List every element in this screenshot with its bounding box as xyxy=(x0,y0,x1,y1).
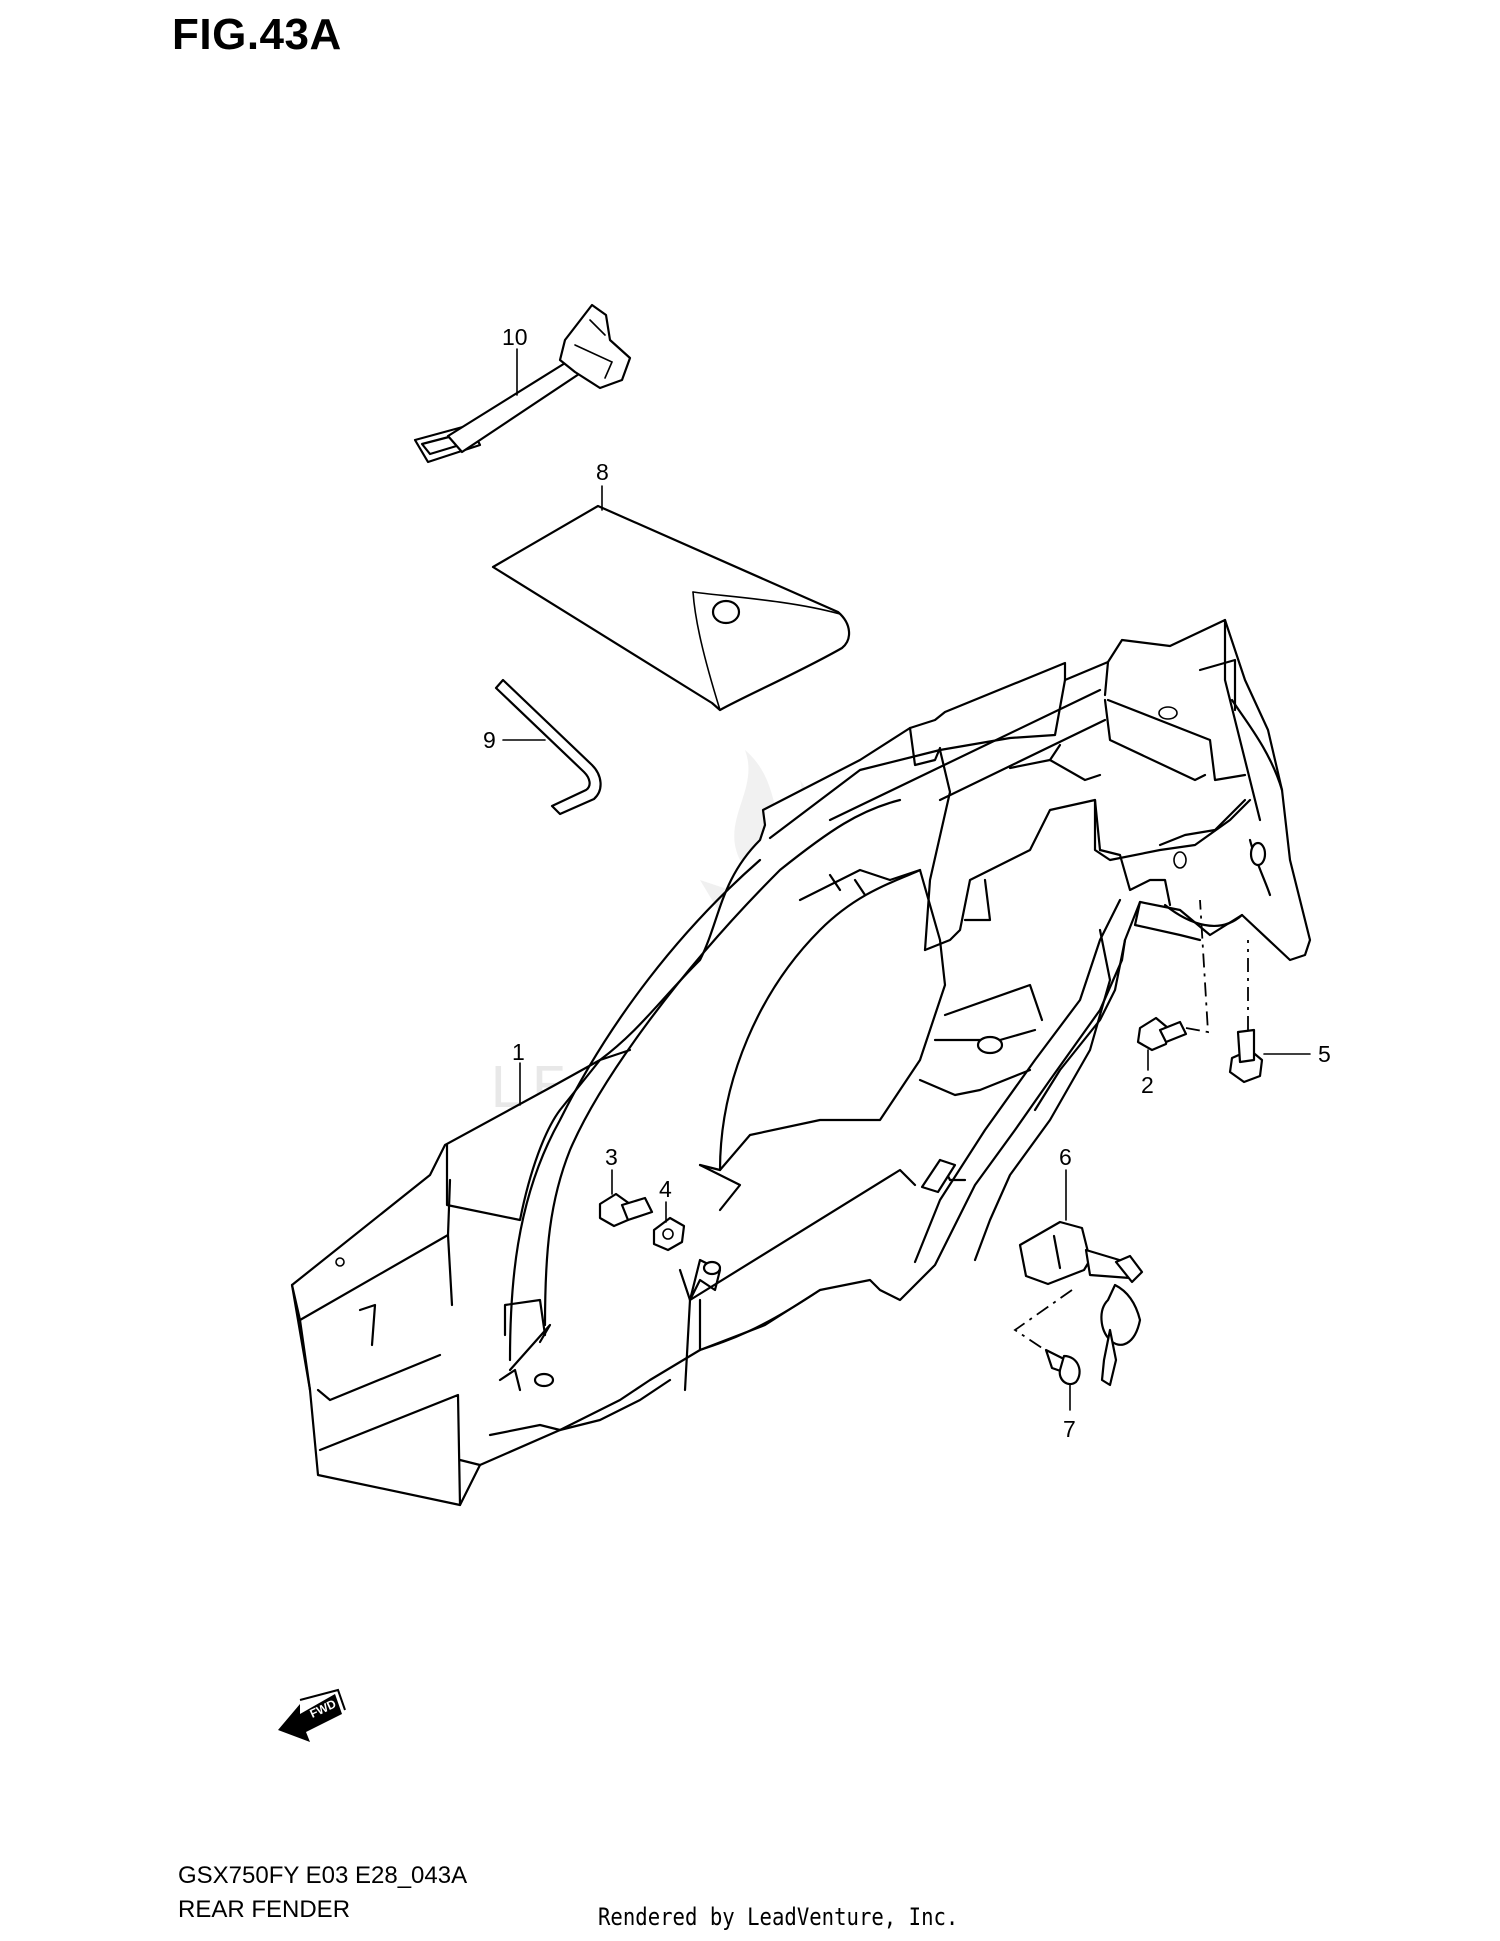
callout-7[interactable]: 7 xyxy=(1063,1416,1076,1442)
callout-9[interactable]: 9 xyxy=(483,727,496,753)
callout-3[interactable]: 3 xyxy=(605,1144,618,1170)
part-10-strap[interactable] xyxy=(413,303,632,464)
model-code: GSX750FY E03 E28_043A xyxy=(178,1862,468,1889)
part-6-seat-lock[interactable] xyxy=(1013,1220,1144,1387)
callout-leaders xyxy=(502,348,1311,1411)
fwd-arrow-icon: FWD xyxy=(278,1688,346,1742)
credit-text: Rendered by LeadVenture, Inc. xyxy=(598,1903,959,1931)
part-4-nut[interactable] xyxy=(652,1216,686,1252)
section-name: REAR FENDER xyxy=(178,1896,351,1923)
part-5-bolt[interactable] xyxy=(1228,940,1264,1084)
callout-2[interactable]: 2 xyxy=(1141,1072,1154,1098)
callout-4[interactable]: 4 xyxy=(659,1176,672,1202)
part-3-bolt[interactable] xyxy=(598,1192,654,1228)
callout-5[interactable]: 5 xyxy=(1318,1041,1331,1067)
callout-1[interactable]: 1 xyxy=(512,1039,525,1065)
part-1-rear-fender[interactable] xyxy=(290,618,1312,1507)
part-9-hex-wrench[interactable] xyxy=(494,678,602,816)
callout-10[interactable]: 10 xyxy=(502,324,528,350)
part-2-bolt[interactable] xyxy=(1136,899,1209,1052)
figure-title: FIG.43A xyxy=(172,10,342,59)
callout-8[interactable]: 8 xyxy=(596,459,609,485)
part-7-screw[interactable] xyxy=(1044,1348,1081,1386)
callout-6[interactable]: 6 xyxy=(1059,1144,1072,1170)
part-8-tool-bag[interactable] xyxy=(491,504,851,712)
